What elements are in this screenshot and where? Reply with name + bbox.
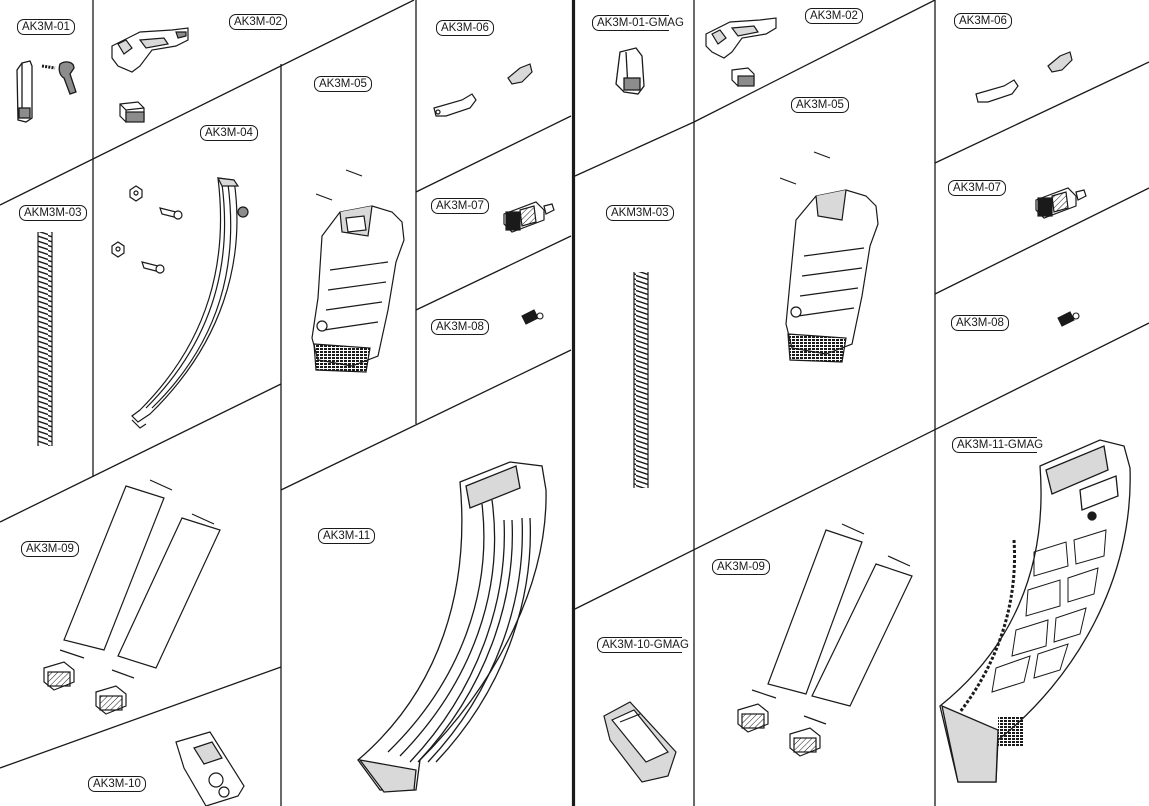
label-ak3m-06-right: AK3M-06 bbox=[954, 13, 1012, 29]
part-ak3m-06-right-drawing bbox=[975, 51, 1073, 103]
part-ak3m-01-drawing bbox=[16, 60, 77, 123]
label-akm3m-03: AKM3M-03 bbox=[19, 205, 87, 221]
part-ak3m-05-drawing bbox=[311, 169, 405, 373]
label-ak3m-02: AK3M-02 bbox=[229, 14, 287, 30]
label-ak3m-02-right: AK3M-02 bbox=[805, 8, 863, 24]
label-ak3m-10-gmag: AK3M-10-GMAG bbox=[597, 637, 689, 653]
label-ak3m-10: AK3M-10 bbox=[88, 776, 146, 792]
label-ak3m-11-gmag: AK3M-11-GMAG bbox=[952, 437, 1043, 453]
part-ak3m-07-drawing bbox=[503, 201, 555, 233]
label-ak3m-05: AK3M-05 bbox=[314, 76, 372, 92]
part-ak3m-02-drawing bbox=[111, 27, 189, 123]
part-ak3m-10-gmag-drawing bbox=[603, 701, 677, 783]
label-ak3m-09: AK3M-09 bbox=[21, 541, 79, 557]
label-akm3m-03-right: AKM3M-03 bbox=[606, 205, 674, 221]
part-ak3m-05-right-drawing bbox=[779, 151, 879, 363]
label-ak3m-04: AK3M-04 bbox=[200, 125, 258, 141]
part-ak3m-08-drawing bbox=[521, 309, 544, 325]
label-ak3m-11: AK3M-11 bbox=[318, 528, 376, 544]
part-ak3m-11-drawing bbox=[357, 461, 547, 793]
part-ak3m-07-right-drawing bbox=[1035, 187, 1087, 219]
part-akm3m-03-drawing bbox=[37, 232, 53, 446]
label-ak3m-01-gmag: AK3M-01-GMAG bbox=[592, 15, 684, 31]
part-ak3m-04-drawing bbox=[111, 177, 249, 429]
part-ak3m-08-right-drawing bbox=[1057, 311, 1080, 327]
part-ak3m-09-drawing bbox=[43, 479, 221, 715]
part-ak3m-06-drawing bbox=[433, 63, 533, 117]
label-ak3m-01: AK3M-01 bbox=[17, 19, 75, 35]
label-ak3m-09-right: AK3M-09 bbox=[712, 559, 770, 575]
part-ak3m-09-right-drawing bbox=[737, 523, 913, 757]
part-ak3m-01-gmag-drawing bbox=[615, 47, 645, 95]
label-ak3m-05-right: AK3M-05 bbox=[791, 97, 849, 113]
label-ak3m-07: AK3M-07 bbox=[431, 198, 489, 214]
label-ak3m-07-right: AK3M-07 bbox=[948, 180, 1006, 196]
part-ak3m-02-right-drawing bbox=[705, 17, 777, 87]
part-ak3m-10-drawing bbox=[175, 731, 245, 806]
part-ak3m-11-gmag-drawing bbox=[939, 439, 1131, 783]
label-ak3m-08: AK3M-08 bbox=[431, 319, 489, 335]
label-ak3m-06: AK3M-06 bbox=[436, 20, 494, 36]
part-akm3m-03-right-drawing bbox=[633, 272, 649, 488]
label-ak3m-08-right: AK3M-08 bbox=[951, 315, 1009, 331]
